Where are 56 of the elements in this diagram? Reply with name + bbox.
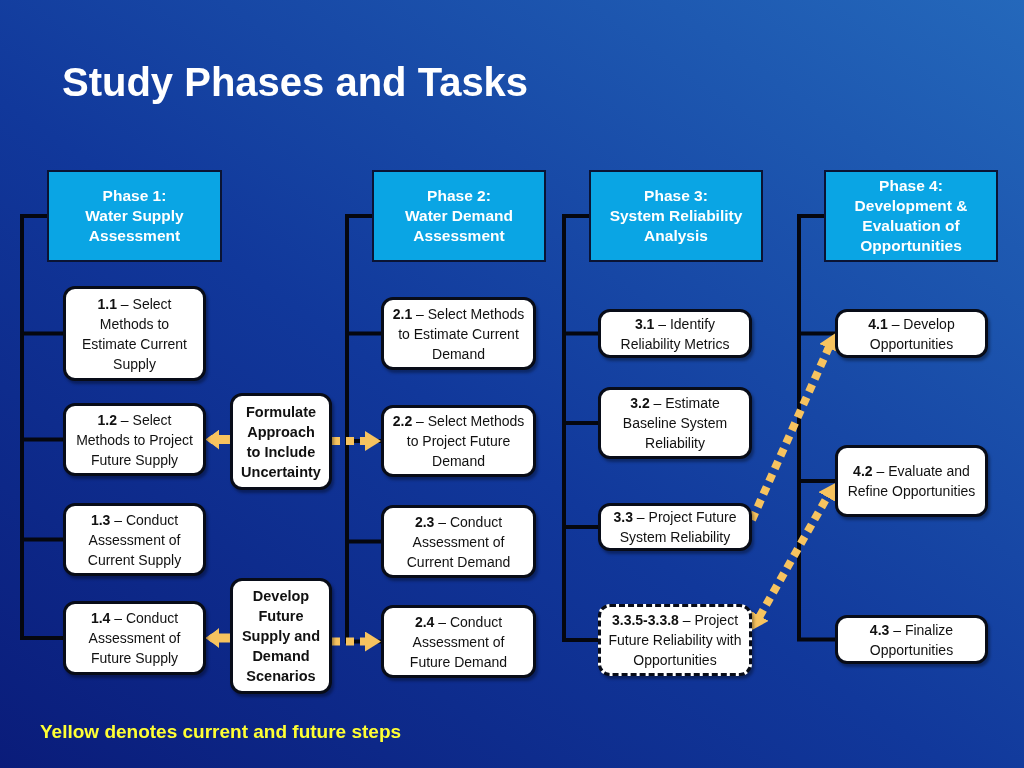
note-text: Yellow denotes current and future steps [40, 720, 402, 744]
task-label: 1.3 – Conduct Assessment of Current Supply [86, 510, 183, 570]
phase-label: Water Demand Assessment [404, 206, 514, 246]
phase-label: Phase 4: [879, 176, 943, 196]
process-box [230, 393, 332, 490]
task-box [835, 445, 988, 517]
task-box [381, 605, 536, 678]
phase-header [824, 170, 998, 262]
phase-header [589, 170, 763, 262]
task-box [598, 387, 752, 459]
slide-title: Study Phases and Tasks [62, 59, 529, 106]
task-box [381, 505, 536, 578]
phase-label: Phase 3: [644, 186, 708, 206]
process-label: Develop Future Supply and Demand Scenarios [240, 587, 322, 686]
connector-line [345, 214, 381, 644]
task-box [63, 601, 206, 675]
task-box [598, 604, 752, 676]
phase-label: System Reliability Analysis [608, 206, 744, 246]
task-label: 2.2 – Select Methods to Project Future Demand [391, 412, 526, 471]
task-label: 2.1 – Select Methods to Estimate Current Demand [391, 304, 526, 364]
connector-line [797, 214, 835, 642]
phase-header [47, 170, 222, 262]
phase-header [372, 170, 546, 262]
task-box [835, 615, 988, 664]
task-box [835, 309, 988, 358]
task-box [381, 405, 536, 477]
task-label: 1.4 – Conduct Assessment of Future Supply [87, 609, 182, 668]
task-label: 4.3 – Finalize Opportunities [868, 620, 955, 660]
task-box [381, 297, 536, 370]
task-label: 1.2 – Select Methods to Project Future Supply [75, 410, 194, 470]
task-label: 2.3 – Conduct Assessment of Current Demand [405, 512, 512, 572]
task-label: 3.3 – Project Future System Reliability [612, 508, 738, 547]
phase-label: Phase 2: [427, 186, 491, 206]
task-label: 1.1 – Select Methods to Estimate Current Supply [80, 294, 188, 374]
task-box [63, 503, 206, 576]
dashed-arrow [332, 431, 381, 451]
connector-line [20, 214, 63, 640]
task-box [63, 403, 206, 476]
process-box [230, 578, 332, 694]
phase-label: Development & Evaluation of Opportunities [853, 196, 969, 256]
task-box [63, 286, 206, 381]
block-arrow [206, 429, 230, 450]
block-arrow [206, 628, 230, 648]
task-box [598, 309, 752, 358]
task-label: 3.3.5-3.3.8 – Project Future Reliability with Opportunities [607, 611, 743, 670]
task-box [598, 503, 752, 551]
task-label: 4.2 – Evaluate and Refine Opportunities [846, 462, 977, 501]
connector-line [562, 214, 598, 642]
phase-label: Phase 1: [102, 186, 167, 206]
task-label: 3.1 – Identify Reliability Metrics [619, 314, 731, 354]
task-label: 4.1 – Develop Opportunities [867, 314, 956, 354]
dashed-arrow [332, 631, 381, 652]
process-label: Formulate Approach to Include Uncertainty [240, 402, 322, 482]
phase-label: Water Supply Assessment [84, 206, 185, 246]
task-label: 2.4 – Conduct Assessment of Future Demand [408, 612, 509, 672]
task-label: 3.2 – Estimate Baseline System Reliability [621, 394, 729, 453]
